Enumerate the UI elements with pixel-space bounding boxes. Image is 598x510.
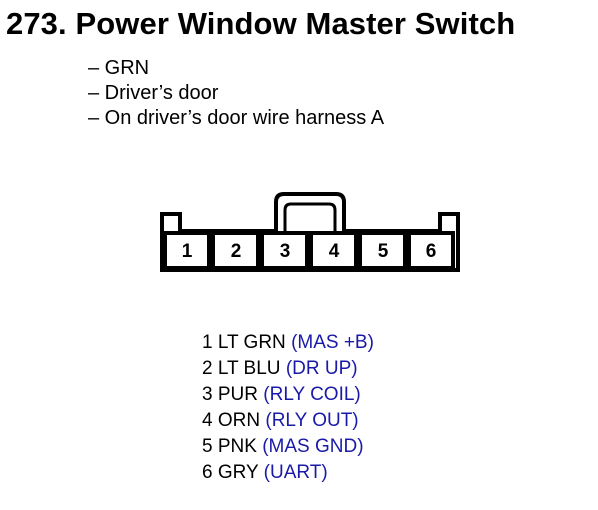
pin-number-4: 4 bbox=[329, 241, 340, 262]
detail-color: – GRN bbox=[88, 57, 150, 79]
pinout-signal: (DR UP) bbox=[285, 358, 358, 379]
pinout-signal: (MAS GND) bbox=[262, 436, 364, 457]
pinout-wire: PNK bbox=[217, 436, 257, 457]
pin-cell-5 bbox=[358, 231, 407, 270]
pin-number-3: 3 bbox=[280, 241, 291, 262]
pinout-wire: PUR bbox=[217, 384, 258, 405]
pin-cell-2 bbox=[211, 231, 260, 270]
connector-lock-tab bbox=[283, 202, 337, 231]
pinout-signal: (MAS +B) bbox=[291, 332, 374, 353]
pin-cell-6 bbox=[407, 231, 455, 270]
pin-number-6: 6 bbox=[426, 241, 437, 262]
pinout-wire: LT GRN bbox=[217, 332, 286, 353]
pin-cell-3 bbox=[260, 231, 309, 270]
pinout-num: 5 bbox=[202, 436, 213, 457]
pinout-num: 1 bbox=[202, 332, 213, 353]
pinout-list: 1 LT GRN (MAS +B) 2 LT BLU (DR UP) 3 PUR… bbox=[202, 330, 374, 486]
connector-details: – GRN – Driver’s door – On driver’s door… bbox=[88, 56, 384, 131]
pin-number-2: 2 bbox=[231, 241, 242, 262]
pinout-num: 2 bbox=[202, 358, 213, 379]
pinout-wire: ORN bbox=[217, 410, 261, 431]
pinout-row-3: 3 PUR (RLY COIL) bbox=[202, 382, 374, 408]
pinout-row-5: 5 PNK (MAS GND) bbox=[202, 434, 374, 460]
pin-number-5: 5 bbox=[378, 241, 389, 262]
pinout-signal: (UART) bbox=[263, 462, 328, 483]
pinout-num: 4 bbox=[202, 410, 213, 431]
pin-number-1: 1 bbox=[182, 241, 193, 262]
pinout-wire: LT BLU bbox=[217, 358, 281, 379]
pinout-row-1: 1 LT GRN (MAS +B) bbox=[202, 330, 374, 356]
pinout-wire: GRY bbox=[217, 462, 259, 483]
pin-cell-4 bbox=[309, 231, 358, 270]
page-title: 273. Power Window Master Switch bbox=[6, 6, 516, 41]
pinout-signal: (RLY OUT) bbox=[265, 410, 359, 431]
pinout-signal: (RLY COIL) bbox=[263, 384, 361, 405]
pin-cell-1 bbox=[163, 231, 211, 270]
pinout-num: 3 bbox=[202, 384, 213, 405]
pinout-row-6: 6 GRY (UART) bbox=[202, 460, 374, 486]
pinout-num: 6 bbox=[202, 462, 213, 483]
pinout-row-4: 4 ORN (RLY OUT) bbox=[202, 408, 374, 434]
detail-harness: – On driver’s door wire harness A bbox=[88, 107, 385, 129]
pinout-row-2: 2 LT BLU (DR UP) bbox=[202, 356, 374, 382]
detail-location: – Driver’s door bbox=[88, 82, 219, 104]
